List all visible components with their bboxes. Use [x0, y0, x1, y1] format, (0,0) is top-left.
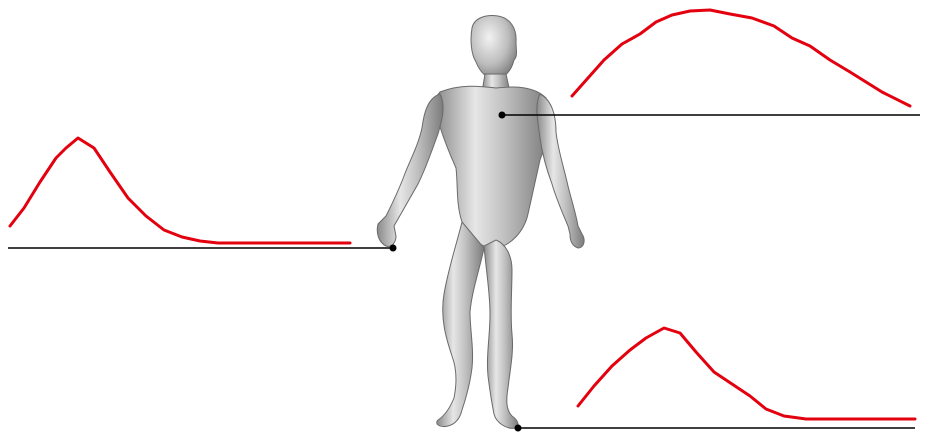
figure-left-leg — [436, 220, 485, 427]
figure-right-leg — [483, 239, 519, 429]
figure-right-arm — [536, 93, 585, 249]
human-figure-icon — [376, 15, 585, 429]
figure-head — [470, 15, 517, 80]
foot-curve — [576, 326, 917, 421]
figure-left-arm — [376, 93, 444, 247]
chest-anchor-point — [498, 111, 506, 119]
figure-torso — [434, 85, 550, 249]
foot-anchor-point — [514, 424, 522, 432]
chest-curve — [570, 8, 912, 108]
hand-anchor-point — [389, 244, 397, 252]
hand-curve — [8, 136, 352, 245]
